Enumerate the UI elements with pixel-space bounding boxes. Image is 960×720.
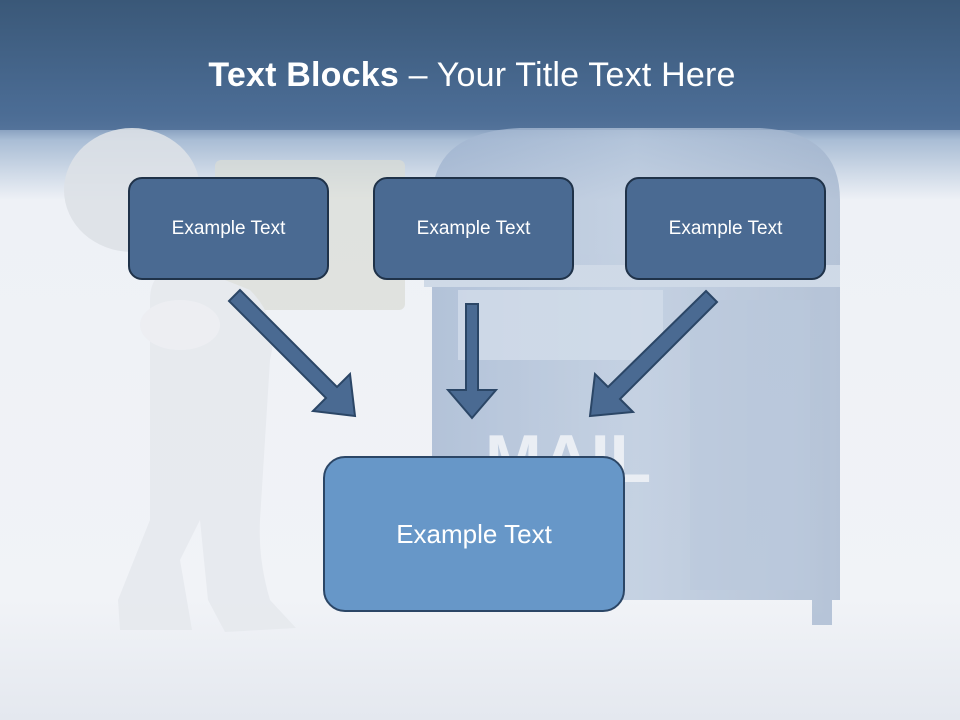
title-rest-text: Your Title Text Here [436, 56, 736, 94]
text-block-2-label: Example Text [416, 217, 531, 239]
text-block-1-label: Example Text [171, 217, 286, 239]
text-block-3[interactable]: Example Text [625, 177, 826, 280]
main-text-block[interactable]: Example Text [323, 456, 625, 612]
title-dash: – [398, 56, 437, 94]
text-block-1[interactable]: Example Text [128, 177, 329, 280]
title-bold-text: Text Blocks [208, 56, 399, 94]
header-band [0, 0, 960, 130]
main-text-block-label: Example Text [396, 518, 552, 549]
text-block-3-label: Example Text [668, 217, 783, 239]
text-block-2[interactable]: Example Text [373, 177, 574, 280]
slide-title: Text Blocks – Your Title Text Here [0, 56, 944, 95]
